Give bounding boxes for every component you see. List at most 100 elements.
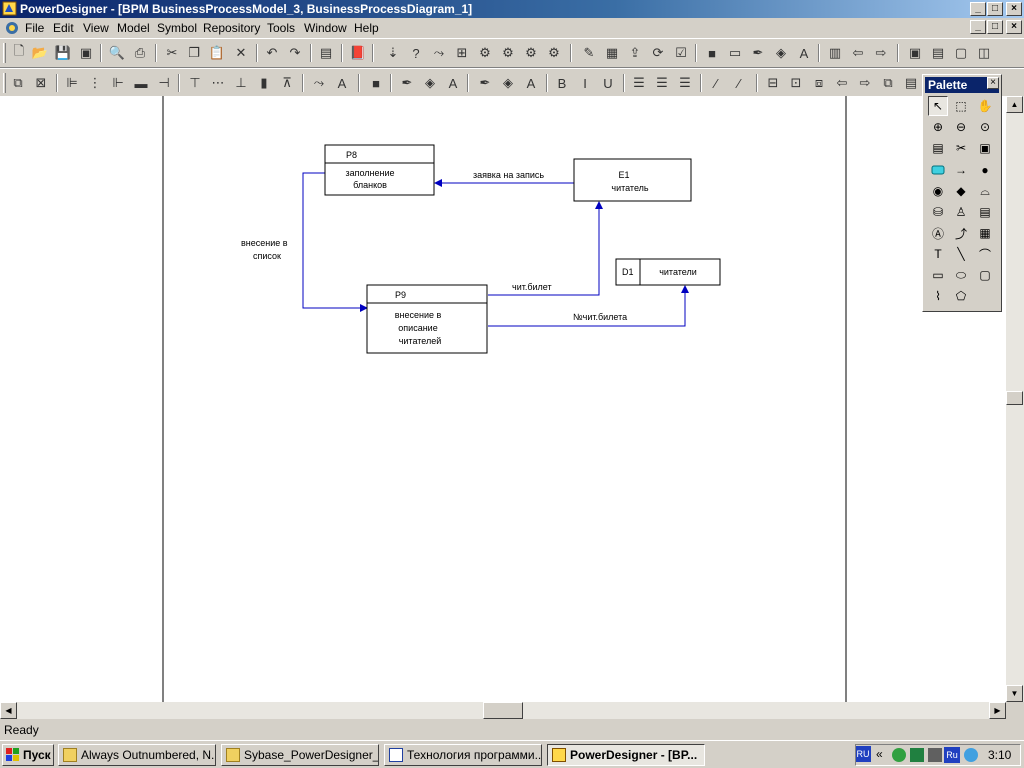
fill-bucket-icon[interactable]: ◈ (776, 45, 786, 60)
font-color-icon[interactable]: A (448, 75, 458, 91)
print-icon[interactable]: ⎙ (134, 45, 146, 60)
delete-icon[interactable]: ✕ (235, 45, 247, 60)
data-store-d1[interactable]: D1 читатели (615, 258, 721, 286)
taskbar-item-word[interactable]: Технология программи... (384, 744, 542, 766)
datastore-tool-icon[interactable]: ⛁ (932, 205, 944, 219)
zoom-fit-icon[interactable]: ⊙ (979, 120, 991, 134)
horizontal-scrollbar[interactable]: ◀ ▶ (0, 702, 1006, 719)
link-icon[interactable]: ⤳ (433, 45, 445, 60)
diagram-view-icon[interactable]: ▣ (908, 45, 922, 60)
scroll-left-arrow-icon[interactable]: ◀ (0, 702, 17, 719)
arc-tool-icon[interactable]: ⌒ (978, 247, 991, 262)
horizontal-scroll-thumb[interactable] (483, 702, 523, 719)
fill-color-blue-icon[interactable]: ◈ (503, 75, 513, 90)
window-maximize-button[interactable]: □ (987, 2, 1003, 16)
grid-icon[interactable]: ⊞ (456, 45, 468, 60)
menu-model[interactable]: Model (117, 21, 150, 35)
gear-icon-3[interactable]: ⚙ (525, 45, 537, 60)
scroll-down-arrow-icon[interactable]: ▼ (1006, 685, 1023, 702)
note-tool-icon[interactable]: T (934, 247, 942, 261)
paste-icon[interactable]: 📋 (208, 45, 226, 60)
external-entity-e1[interactable]: E1 читатель (573, 158, 692, 202)
taskbar-item-folder-2[interactable]: Sybase_PowerDesigner_... (221, 744, 379, 766)
properties-tool-icon[interactable]: ▣ (979, 141, 991, 155)
checkbox-icon[interactable]: ☑ (675, 45, 687, 60)
taskbar-item-folder-1[interactable]: Always Outnumbered, N... (58, 744, 216, 766)
same-height-icon[interactable]: ▮ (260, 75, 268, 90)
grid-tool-icon[interactable]: ▦ (979, 226, 991, 240)
distribute-vertical-icon[interactable]: ⊼ (282, 75, 292, 90)
align-right-edge-icon[interactable]: ⊩ (112, 75, 124, 90)
vertical-scrollbar[interactable]: ▲ ▼ (1006, 96, 1024, 702)
start-tool-icon[interactable]: ● (981, 163, 989, 177)
synchronization-tool-icon[interactable]: ⌓ (980, 183, 990, 198)
font-color-blue-icon[interactable]: A (526, 75, 536, 91)
folder-icon[interactable]: ▥ (828, 45, 842, 60)
text-align-left-icon[interactable]: ☰ (633, 75, 645, 90)
pipette-apply-icon[interactable]: ⁄ (737, 75, 741, 91)
flow-entry-list[interactable] (302, 172, 368, 312)
ellipse-tool-icon[interactable]: ⬭ (955, 267, 967, 282)
text-rotate-icon[interactable]: A (337, 75, 347, 91)
business-process-diagram[interactable]: P8 заполнение бланков E1 читатель P9 вне… (0, 96, 1008, 702)
print-preview-icon[interactable]: 🔍 (108, 45, 126, 60)
document-minimize-button[interactable]: _ (970, 20, 986, 34)
vertical-scroll-thumb[interactable] (1006, 391, 1023, 405)
tray-messenger-icon[interactable] (964, 748, 978, 762)
pointer-tool-icon[interactable]: ↖ (928, 96, 948, 116)
help-book-icon[interactable]: 📕 (349, 45, 367, 60)
grabber-tool-icon[interactable]: ✋ (977, 99, 993, 113)
menu-window[interactable]: Window (304, 21, 347, 35)
layout-icon-3[interactable]: ⧈ (814, 75, 824, 90)
flow-ticket[interactable] (488, 201, 603, 296)
scroll-up-arrow-icon[interactable]: ▲ (1006, 96, 1023, 113)
language-indicator[interactable]: RU (855, 746, 871, 762)
tray-monitor-icon[interactable] (928, 748, 942, 762)
align-bottom-icon[interactable]: ⊥ (235, 75, 247, 90)
clock[interactable]: 3:10 (988, 748, 1012, 762)
copy-icon[interactable]: ❐ (188, 45, 200, 60)
browser-icon[interactable]: ▤ (931, 45, 945, 60)
shape-fill-icon[interactable]: ■ (708, 45, 716, 61)
gear-icon-2[interactable]: ⚙ (502, 45, 514, 60)
delete-tool-icon[interactable]: ✂ (955, 141, 967, 155)
palette-title[interactable]: Palette (925, 77, 999, 93)
text-align-center-icon[interactable]: ☰ (656, 75, 668, 90)
font-icon[interactable]: A (799, 45, 809, 61)
connector-icon[interactable]: ⤳ (313, 75, 325, 90)
open-diagram-icon[interactable]: ▤ (932, 141, 944, 155)
gear-icon-1[interactable]: ⚙ (479, 45, 491, 60)
properties-icon[interactable]: ▤ (319, 45, 333, 60)
process-p9[interactable]: P9 внесение в описание читателей (366, 284, 488, 354)
document-close-button[interactable]: × (1006, 20, 1022, 34)
lasso-tool-icon[interactable]: ⬚ (955, 99, 967, 113)
pen-icon[interactable]: ✒ (752, 45, 764, 60)
flow-tool-icon[interactable]: → (955, 163, 967, 177)
menu-file[interactable]: File (25, 21, 45, 35)
process-p8[interactable]: P8 заполнение бланков (324, 144, 435, 196)
line-tool-icon[interactable]: ╲ (957, 247, 965, 261)
italic-icon[interactable]: I (583, 75, 587, 91)
save-icon[interactable]: 💾 (54, 45, 72, 60)
edit-icon[interactable]: ✎ (583, 45, 595, 60)
arrow-left-icon[interactable]: ⇦ (852, 45, 864, 60)
document-tool-icon[interactable]: ▤ (979, 205, 991, 219)
menu-help[interactable]: Help (354, 21, 379, 35)
align-left-icon[interactable]: ⧉ (13, 75, 23, 90)
palette-close-button[interactable]: × (987, 77, 999, 89)
taskbar-item-powerdesigner[interactable]: PowerDesigner - [BP... (547, 744, 705, 766)
document-app-icon[interactable] (4, 20, 20, 36)
refresh-icon[interactable]: ⟳ (652, 45, 664, 60)
diagram-canvas[interactable]: P8 заполнение бланков E1 читатель P9 вне… (0, 96, 1008, 702)
align-left-edge-icon[interactable]: ⊫ (66, 75, 78, 90)
document-restore-button[interactable]: □ (987, 20, 1003, 34)
menu-repository[interactable]: Repository (203, 21, 261, 35)
check-model-icon[interactable]: ⇣ (387, 45, 399, 60)
output-icon[interactable]: ▢ (954, 45, 968, 60)
window-minimize-button[interactable]: _ (970, 2, 986, 16)
end-tool-icon[interactable]: ◉ (932, 184, 944, 198)
tray-expand-icon[interactable]: « (876, 747, 883, 761)
link-tool-icon[interactable]: ⤴ (954, 226, 967, 241)
layout-icon-5[interactable]: ⇨ (859, 75, 871, 90)
palette-panel[interactable]: Palette × ↖ ⬚ ✋ ⊕ ⊖ ⊙ ▤ ✂ ▣ → ● ◉ ◆ ⌓ ⛁ … (922, 74, 1002, 312)
